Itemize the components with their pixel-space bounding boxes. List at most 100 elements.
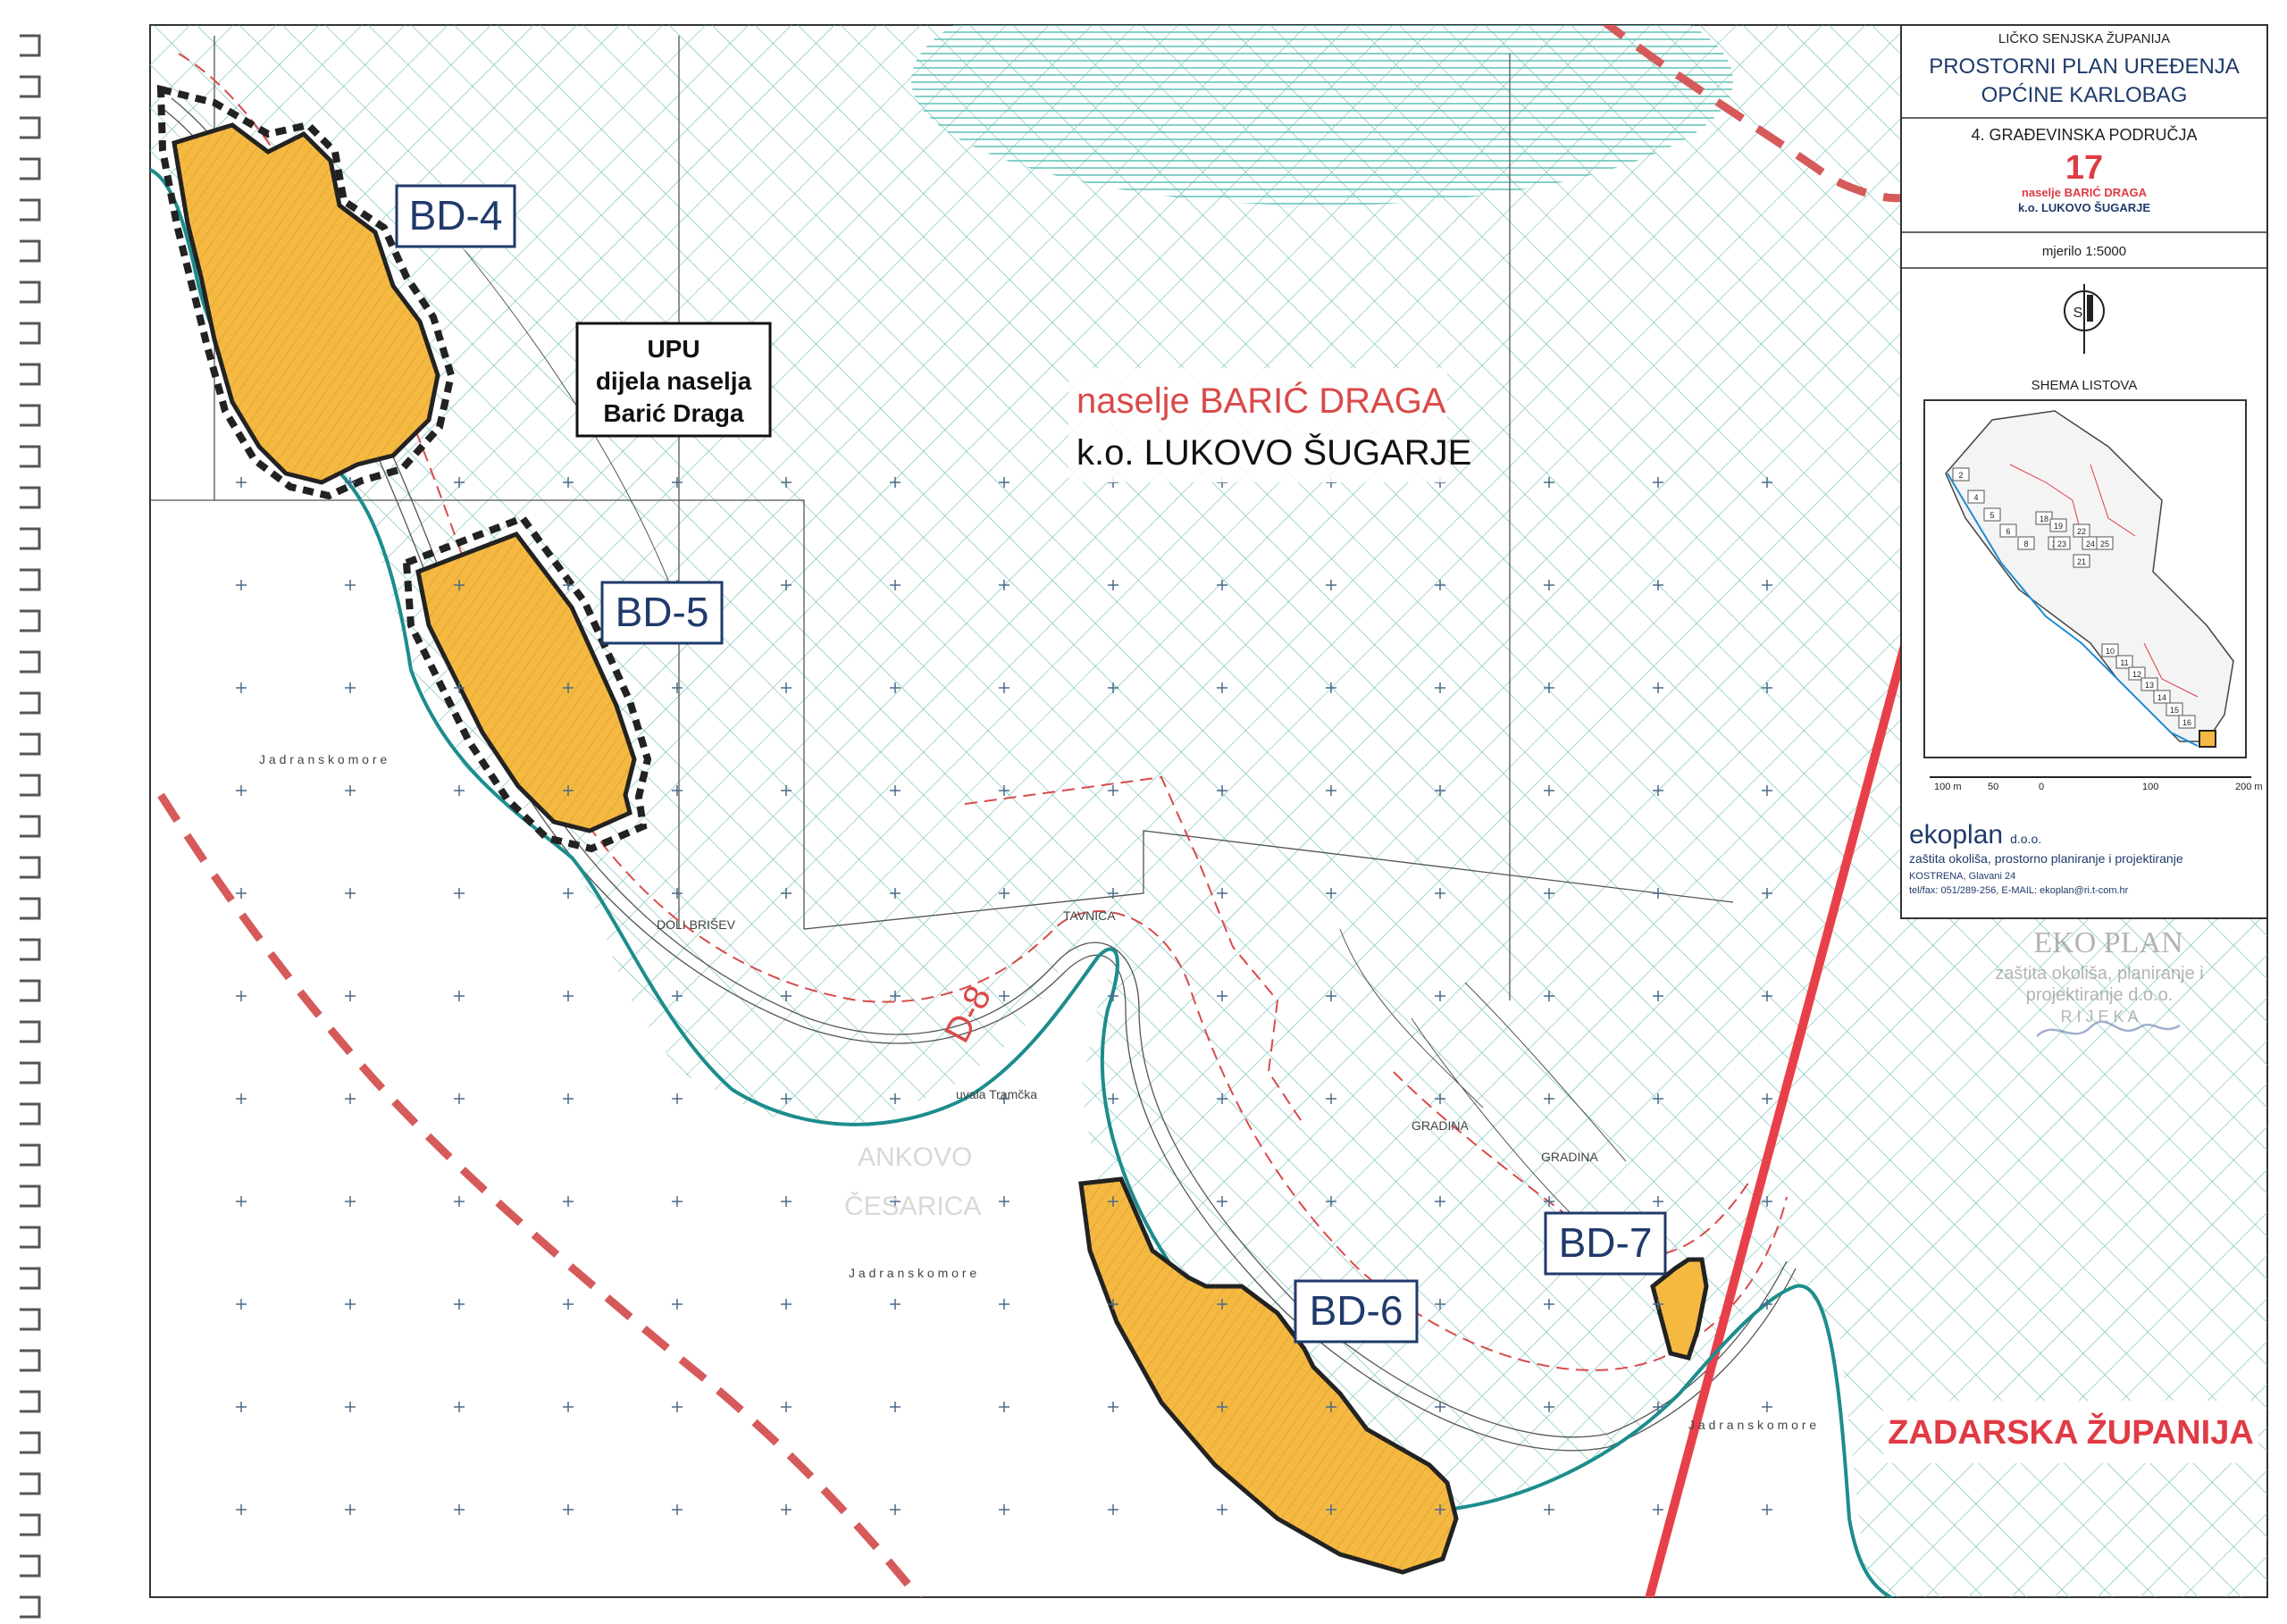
grid-cross bbox=[1544, 682, 1554, 693]
schema-sheet-number: 24 bbox=[2086, 540, 2095, 548]
building-zone-bd4[interactable] bbox=[156, 84, 456, 500]
svg-text:k.o. LUKOVO ŠUGARJE: k.o. LUKOVO ŠUGARJE bbox=[1076, 432, 1471, 473]
grid-cross bbox=[1108, 785, 1118, 796]
grid-cross bbox=[1108, 1402, 1118, 1412]
grid-cross bbox=[1326, 1402, 1336, 1412]
grid-cross bbox=[1217, 1504, 1227, 1515]
scale-bar: 100 m 50 0 100 200 m bbox=[1930, 776, 2263, 792]
schema-sheet-box bbox=[2166, 702, 2183, 716]
grid-cross bbox=[1544, 477, 1554, 488]
schema-sheet-number: 8 bbox=[2023, 540, 2028, 548]
grid-cross bbox=[999, 580, 1009, 590]
grid-cross bbox=[454, 888, 465, 899]
grid-cross bbox=[1108, 1093, 1118, 1104]
grid-cross bbox=[1217, 991, 1227, 1001]
grid-cross bbox=[672, 477, 683, 488]
svg-text:LIČKO SENJSKA ŽUPANIJA: LIČKO SENJSKA ŽUPANIJA bbox=[1998, 31, 2170, 46]
company-stamp: EKO PLAN zaštita okoliša, planiranje i p… bbox=[1995, 926, 2204, 1037]
schema-sheet-box bbox=[2153, 690, 2171, 704]
grid-cross bbox=[1108, 1299, 1118, 1310]
grid-cross bbox=[1108, 580, 1118, 590]
grid-cross bbox=[781, 785, 792, 796]
grid-cross bbox=[890, 1504, 901, 1515]
schema-sheet-box bbox=[2017, 536, 2035, 550]
schema-sheet-number: 4 bbox=[1973, 493, 1978, 502]
grid-cross bbox=[999, 991, 1009, 1001]
svg-text:Barić Draga: Barić Draga bbox=[603, 399, 744, 427]
north-arrow-icon: S bbox=[2064, 284, 2105, 354]
sea-hatch bbox=[911, 25, 1733, 205]
grid-cross bbox=[1544, 1093, 1554, 1104]
schema-sheet-box bbox=[2049, 518, 2067, 532]
place-uvala-tramcka: uvala Tramčka bbox=[956, 1087, 1037, 1101]
schema-sheet-box bbox=[2053, 536, 2071, 550]
svg-text:50: 50 bbox=[1988, 782, 1998, 792]
schema-sheet-number: 12 bbox=[2132, 670, 2141, 679]
place-gradina-1: GRADINA bbox=[1412, 1118, 1469, 1133]
grid-cross bbox=[999, 1196, 1009, 1207]
grid-cross bbox=[672, 682, 683, 693]
grid-cross bbox=[1108, 888, 1118, 899]
grid-cross bbox=[890, 580, 901, 590]
svg-text:200 m: 200 m bbox=[2235, 782, 2263, 792]
grid-cross bbox=[236, 1196, 247, 1207]
svg-text:naselje BARIĆ DRAGA: naselje BARIĆ DRAGA bbox=[2022, 186, 2148, 199]
grid-cross bbox=[1326, 888, 1336, 899]
grid-cross bbox=[672, 1196, 683, 1207]
grid-cross bbox=[999, 1504, 1009, 1515]
schema-sheet-box bbox=[2101, 643, 2119, 657]
grid-cross bbox=[236, 991, 247, 1001]
grid-cross bbox=[781, 1504, 792, 1515]
schema-sheet-box bbox=[2115, 655, 2133, 669]
schema-sheet-box bbox=[2096, 536, 2114, 550]
grid-cross bbox=[345, 785, 356, 796]
grid-cross bbox=[1653, 888, 1663, 899]
grid-cross bbox=[1653, 1299, 1663, 1310]
svg-text:100: 100 bbox=[2142, 782, 2158, 792]
grid-cross bbox=[672, 888, 683, 899]
grid-cross bbox=[454, 785, 465, 796]
svg-text:k.o. LUKOVO ŠUGARJE: k.o. LUKOVO ŠUGARJE bbox=[2018, 201, 2150, 214]
grid-cross bbox=[1762, 888, 1772, 899]
grid-cross bbox=[672, 1299, 683, 1310]
grid-cross bbox=[563, 580, 574, 590]
schema-sheet-box bbox=[2073, 523, 2090, 538]
grid-cross bbox=[345, 682, 356, 693]
grid-cross bbox=[454, 1299, 465, 1310]
svg-text:naselje BARIĆ DRAGA: naselje BARIĆ DRAGA bbox=[1076, 381, 1446, 421]
grid-cross bbox=[454, 991, 465, 1001]
grid-cross bbox=[563, 1504, 574, 1515]
svg-text:4. GRAĐEVINSKA PODRUČJA: 4. GRAĐEVINSKA PODRUČJA bbox=[1971, 125, 2197, 144]
settlement-label: naselje BARIĆ DRAGA k.o. LUKOVO ŠUGARJE bbox=[1068, 368, 1471, 482]
place-doli-brisev: DOLI BRIŠEV bbox=[657, 917, 736, 932]
grid-cross bbox=[1544, 580, 1554, 590]
grid-cross bbox=[454, 1093, 465, 1104]
grid-cross bbox=[236, 888, 247, 899]
grid-cross bbox=[1544, 888, 1554, 899]
grid-cross bbox=[1653, 1196, 1663, 1207]
grid-cross bbox=[672, 1402, 683, 1412]
grid-cross bbox=[454, 682, 465, 693]
grid-cross bbox=[563, 991, 574, 1001]
svg-text:projektiranje d.o.o.: projektiranje d.o.o. bbox=[2026, 985, 2174, 1005]
grid-cross bbox=[781, 888, 792, 899]
building-zone-bd6[interactable] bbox=[1078, 1176, 1459, 1575]
grid-cross bbox=[1108, 991, 1118, 1001]
place-tavnica: TAVNICA bbox=[1063, 908, 1116, 923]
schema-sheet-number: 14 bbox=[2157, 693, 2166, 702]
grid-cross bbox=[890, 785, 901, 796]
svg-text:EKO PLAN: EKO PLAN bbox=[2033, 926, 2182, 959]
grid-cross bbox=[1435, 1093, 1445, 1104]
grid-cross bbox=[672, 991, 683, 1001]
binding-holes bbox=[20, 34, 41, 1619]
grid-cross bbox=[345, 1504, 356, 1515]
county-border bbox=[1645, 624, 1914, 1597]
grid-cross bbox=[1653, 682, 1663, 693]
grid-cross bbox=[1544, 1299, 1554, 1310]
grid-cross bbox=[454, 477, 465, 488]
grid-cross bbox=[1653, 580, 1663, 590]
grid-cross bbox=[1762, 1402, 1772, 1412]
svg-text:dijela naselja: dijela naselja bbox=[596, 367, 752, 395]
current-sheet-marker bbox=[2199, 730, 2216, 748]
